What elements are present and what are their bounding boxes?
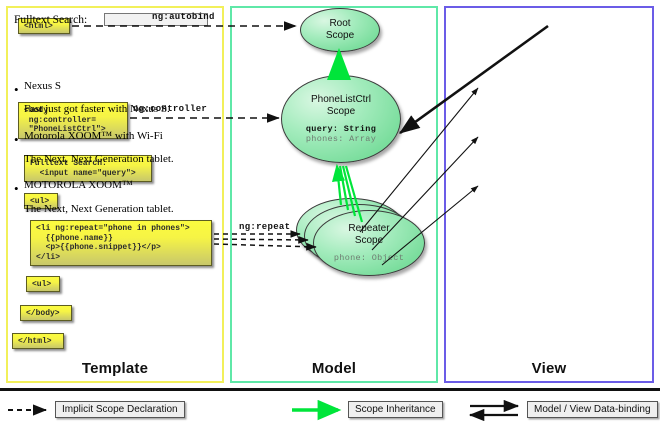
- legend-divider: [0, 388, 660, 391]
- scope-repeater-title-2: Scope: [354, 235, 384, 246]
- code-box-body-close: </body>: [20, 305, 72, 321]
- code-box-html-open: <html>: [18, 18, 70, 34]
- column-label-template: Template: [81, 360, 149, 377]
- column-model: Model: [230, 6, 438, 383]
- scope-phonelistctrl: PhoneListCtrl Scope query: String phones…: [281, 75, 401, 163]
- code-box-li-repeat: <li ng:repeat="phone in phones"> {{phone…: [30, 220, 212, 266]
- scope-repeater-title-1: Repeater: [348, 223, 390, 234]
- column-view: View: [444, 6, 654, 383]
- legend-item-implicit-scope-declaration: Implicit Scope Declaration: [55, 401, 185, 418]
- view-phone-snippet-1: The Next, Next Generation tablet.: [24, 153, 174, 165]
- scope-prop-phone: phone: Object: [333, 253, 405, 263]
- column-label-view: View: [531, 360, 567, 377]
- view-phone-snippet-0: Fast just got faster with Nexus S.: [24, 103, 170, 115]
- code-box-body-controller: <body ng:controller= "PhoneListCtrl">: [18, 102, 128, 139]
- code-box-html-close: </html>: [12, 333, 64, 349]
- view-phone-snippet-2: The Next, Next Generation tablet.: [24, 203, 174, 215]
- scope-root-title-1: Root: [329, 18, 351, 29]
- code-box-ul-close: <ul>: [26, 276, 60, 292]
- connector-label-repeat: ng:repeat: [239, 222, 291, 232]
- view-phone-name-0: Nexus S: [24, 80, 61, 92]
- scope-prop-query: query: String: [305, 124, 377, 134]
- scope-repeater-props: phone: Object: [334, 253, 404, 263]
- legend-item-scope-inheritance: Scope Inheritance: [348, 401, 443, 418]
- view-bullet-icon-2: •: [14, 181, 19, 196]
- view-bullet-icon-0: •: [14, 82, 19, 97]
- legend-item-model-view-data-binding: Model / View Data-binding: [527, 401, 658, 418]
- scope-phonelistctrl-props: query: String phones: Array: [306, 124, 376, 144]
- scope-root-title-2: Scope: [325, 30, 355, 41]
- code-box-ul-open: <ul>: [24, 193, 58, 209]
- scope-phonelistctrl-title-2: Scope: [326, 106, 356, 117]
- scope-phonelistctrl-title-1: PhoneListCtrl: [310, 94, 372, 105]
- connector-label-controller: ng:controller: [133, 104, 208, 114]
- connector-label-autobind: ng:autobind: [152, 12, 215, 22]
- scope-prop-phones: phones: Array: [305, 134, 377, 144]
- legend-arrows: [8, 399, 520, 422]
- code-box-fulltext-search: Fulltext Search: <input name="query">: [24, 155, 152, 182]
- legend: Implicit Scope Declaration Scope Inherit…: [0, 388, 660, 435]
- scope-repeater: Repeater Scope phone: Object: [313, 210, 425, 276]
- column-label-model: Model: [311, 360, 357, 377]
- view-bullet-icon-1: •: [14, 132, 19, 147]
- view-phone-name-2: MOTOROLA XOOM™: [24, 179, 133, 191]
- view-search-label: Fulltext Search:: [14, 14, 88, 26]
- scope-root: Root Scope: [300, 8, 380, 52]
- view-phone-name-1: Motorola XOOM™ with Wi-Fi: [24, 130, 163, 142]
